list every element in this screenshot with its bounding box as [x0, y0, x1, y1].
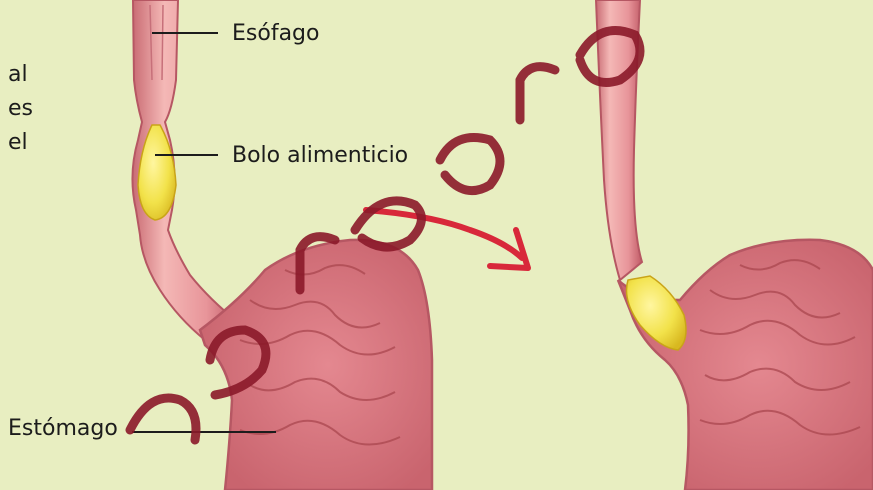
left-stomach	[200, 240, 432, 490]
side-text-line-1: al	[8, 64, 28, 86]
label-esofago: Esófago	[232, 23, 319, 45]
side-text-line-2: es	[8, 98, 33, 120]
label-bolo-alimenticio: Bolo alimenticio	[232, 145, 408, 167]
right-stomach	[618, 240, 873, 490]
side-text-line-3: el	[8, 132, 28, 154]
label-estomago: Estómago	[8, 418, 118, 440]
right-bolus	[627, 276, 687, 350]
